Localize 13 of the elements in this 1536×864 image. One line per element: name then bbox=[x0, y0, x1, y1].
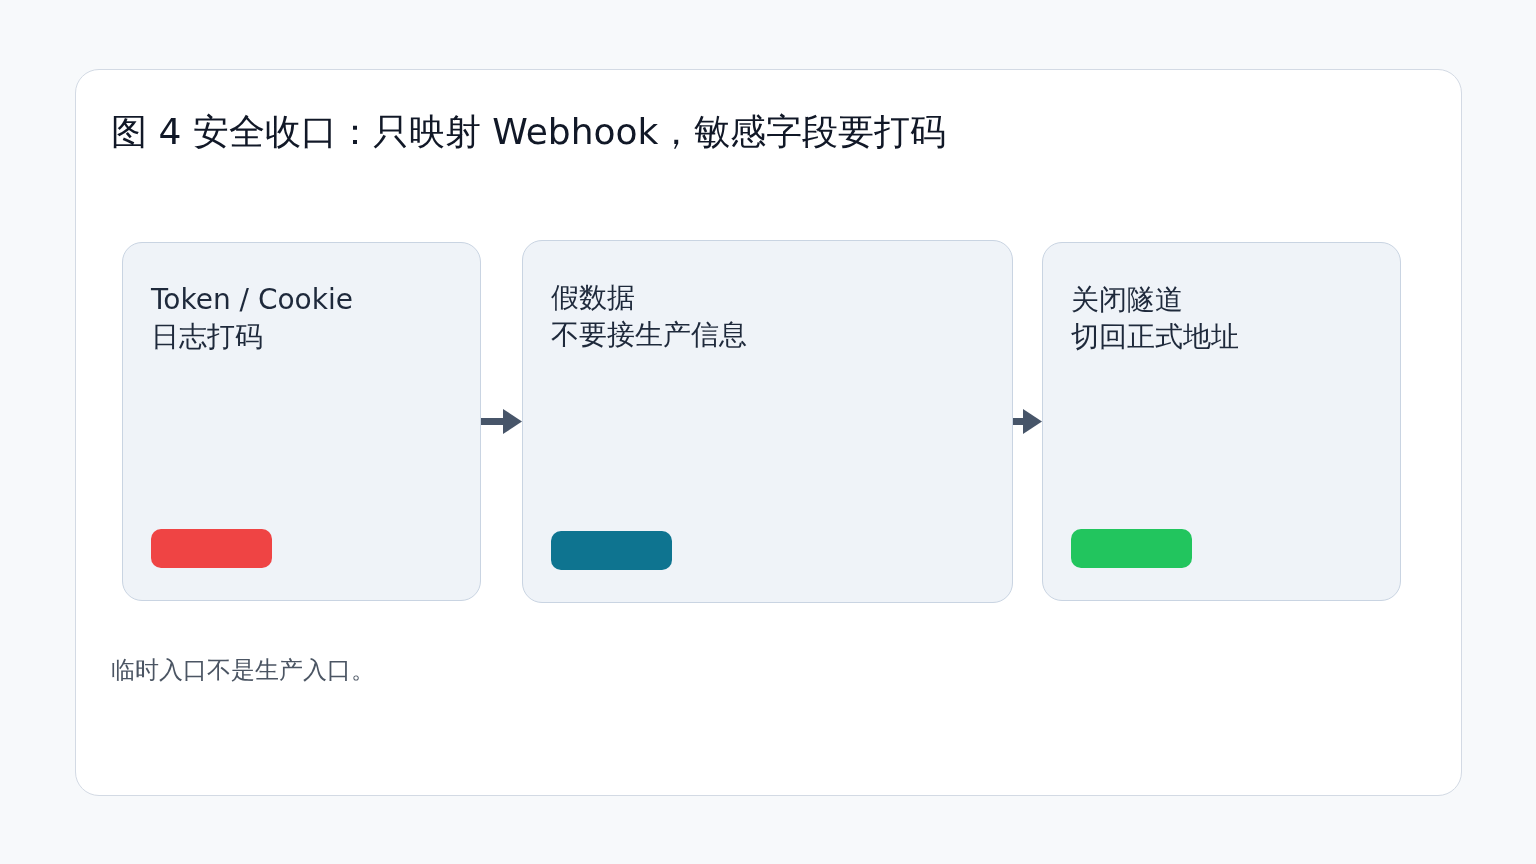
card-text: Token / Cookie bbox=[151, 282, 353, 318]
process-card bbox=[522, 240, 1013, 603]
card-text: 假数据 bbox=[551, 280, 635, 316]
arrow bbox=[1013, 409, 1042, 434]
process-card bbox=[1042, 242, 1401, 601]
card-text: 切回正式地址 bbox=[1071, 319, 1239, 355]
card-text: 不要接生产信息 bbox=[551, 317, 747, 353]
arrow bbox=[481, 409, 522, 434]
process-card bbox=[122, 242, 481, 601]
figure-title: 图 4 安全收口：只映射 Webhook，敏感字段要打码 bbox=[111, 110, 947, 154]
figure-caption: 临时入口不是生产入口。 bbox=[111, 655, 375, 686]
card-text: 日志打码 bbox=[151, 319, 263, 355]
card-text: 关闭隧道 bbox=[1071, 282, 1183, 318]
